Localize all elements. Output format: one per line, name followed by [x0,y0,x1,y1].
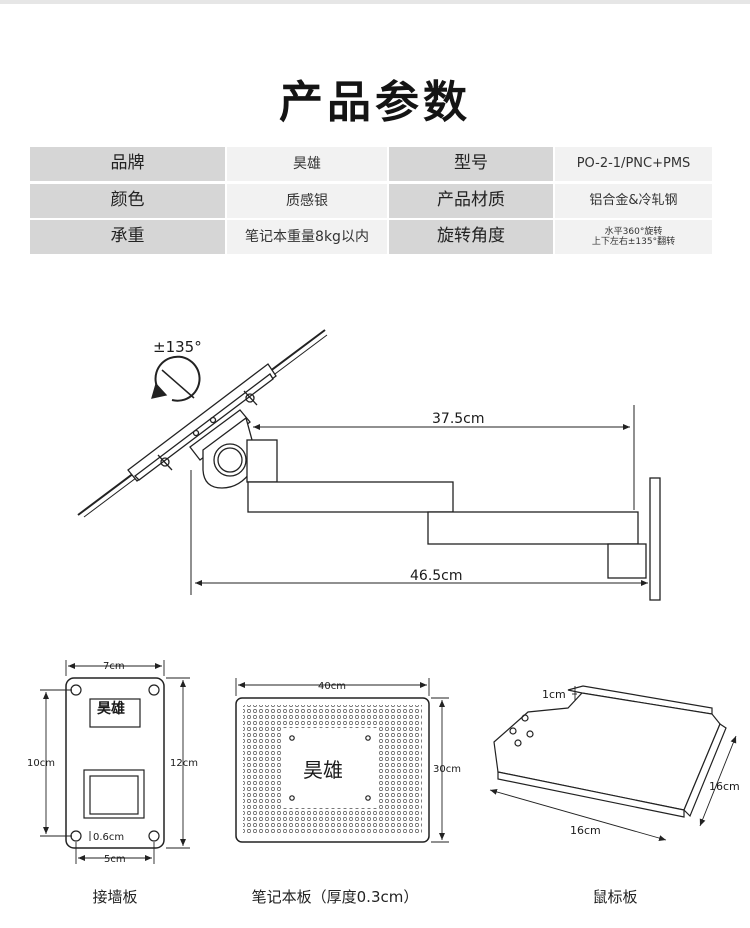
top-divider [0,0,750,4]
arm-diagram [77,329,661,601]
laptop-tray-width-label: 40cm [318,681,346,692]
spec-value-rotation-line1: 水平360°旋转 [604,226,663,237]
laptop-tray-logo: 昊雄 [303,758,343,782]
mouse-tray-width-label: 16cm [570,824,601,837]
wall-plate-caption: 接墙板 [92,888,138,906]
wall-plate-width-label: 7cm [103,661,125,672]
rotation-angle-label: ±135° [153,338,202,356]
spec-label-brand: 品牌 [30,147,225,181]
spec-value-rotation: 水平360°旋转 上下左右±135°翻转 [555,220,712,254]
wall-plate-outer-height-label: 12cm [170,758,198,769]
spec-value-brand: 昊雄 [227,147,387,181]
arm-laptop-tray [77,329,328,518]
spec-row-load: 承重 笔记本重量8kg以内 旋转角度 水平360°旋转 上下左右±135°翻转 [30,220,712,254]
mouse-tray-depth-label: 16cm [709,780,740,793]
spec-label-load: 承重 [30,220,225,254]
mouse-tray-lip-label: 1cm [542,688,566,701]
mouse-tray-drawing [489,685,737,841]
rotation-arrow-icon [151,355,201,402]
arm-wall-mount [649,477,661,601]
arm-reach-label: 37.5cm [432,411,485,427]
spec-value-color: 质感银 [227,184,387,218]
wall-plate-hole-spacing-label: 5cm [104,854,126,865]
spec-label-model: 型号 [389,147,553,181]
spec-label-rotation: 旋转角度 [389,220,553,254]
arm-upper-segment [247,481,454,513]
spec-row-brand: 品牌 昊雄 型号 PO-2-1/PNC+PMS [30,147,712,181]
wall-plate-hole-label: 0.6cm [93,832,124,843]
spec-value-model: PO-2-1/PNC+PMS [555,147,712,181]
mouse-tray-caption: 鼠标板 [592,888,638,906]
wall-plate-inner-height-label: 10cm [27,758,55,769]
arm-total-length-label: 46.5cm [410,568,463,584]
spec-value-rotation-line2: 上下左右±135°翻转 [591,237,676,247]
arm-lower-segment [427,511,639,545]
page-title: 产品参数 [279,77,471,128]
spec-label-material: 产品材质 [389,184,553,218]
arm-tilt-bracket [189,409,253,489]
wall-plate-drawing [40,660,190,864]
spec-value-load: 笔记本重量8kg以内 [227,220,387,254]
spec-row-color: 颜色 质感银 产品材质 铝合金&冷轧钢 [30,184,712,218]
spec-label-color: 颜色 [30,184,225,218]
laptop-tray-caption: 笔记本板（厚度0.3cm） [251,888,419,906]
laptop-tray-drawing [235,678,449,843]
spec-value-material: 铝合金&冷轧钢 [555,184,712,218]
laptop-tray-height-label: 30cm [433,764,461,775]
wall-plate-logo: 昊雄 [97,700,125,717]
